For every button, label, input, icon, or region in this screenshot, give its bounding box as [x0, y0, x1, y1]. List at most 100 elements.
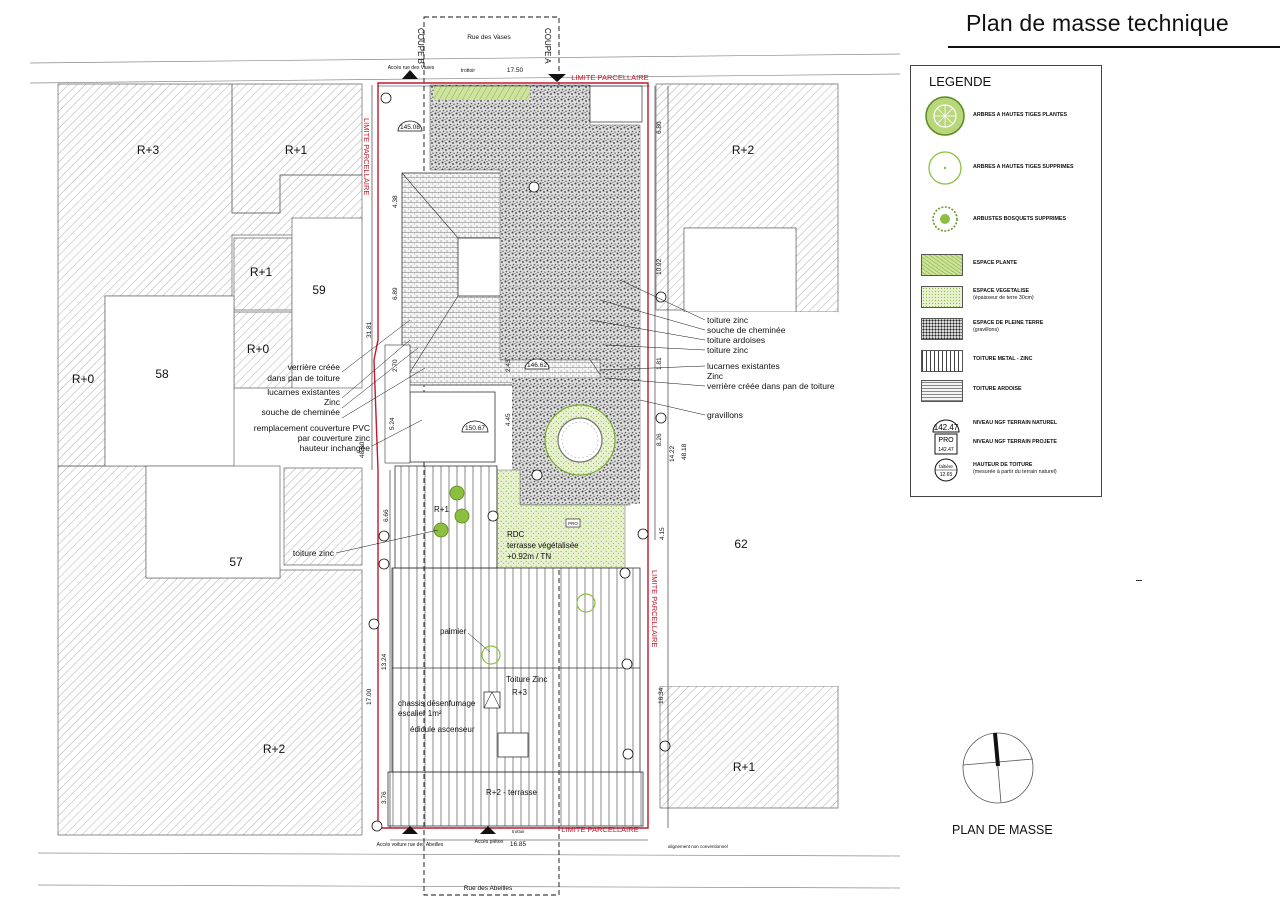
- svg-text:R+1: R+1: [285, 143, 308, 157]
- svg-text:142.47: 142.47: [938, 447, 954, 453]
- svg-text:6.80: 6.80: [656, 121, 663, 134]
- svg-text:150.67: 150.67: [465, 425, 485, 432]
- svg-text:8.26: 8.26: [656, 433, 663, 446]
- svg-text:dans pan de toiture: dans pan de toiture: [267, 373, 340, 383]
- svg-text:escalier 1m²: escalier 1m²: [398, 709, 442, 718]
- svg-text:Zinc: Zinc: [707, 371, 724, 381]
- legend-panel: LEGENDE ARBRES A HAUTES TIGES PLANTES AR…: [910, 65, 1102, 497]
- right-annotations: toiture zinc souche de cheminée toiture …: [707, 315, 835, 420]
- smoke-vent: [483, 691, 501, 709]
- svg-text:16.34: 16.34: [658, 687, 665, 704]
- svg-text:verrière créée: verrière créée: [288, 362, 341, 372]
- svg-text:toiture zinc: toiture zinc: [293, 548, 335, 558]
- svg-text:142.47: 142.47: [934, 423, 959, 432]
- svg-text:58: 58: [155, 367, 169, 381]
- slate-roof-swatch: [921, 380, 963, 402]
- svg-text:trottoir: trottoir: [512, 829, 525, 834]
- legend-item-open-ground: ESPACE DE PLEINE TERRE(gravillons): [917, 316, 1101, 346]
- svg-text:Zinc: Zinc: [324, 397, 341, 407]
- legend-item-metal-roof: TOITURE METAL - ZINC: [917, 348, 1101, 378]
- section-b-label: COUPE B: [416, 28, 425, 64]
- svg-text:alignement non conventionnel: alignement non conventionnel: [668, 844, 728, 849]
- svg-text:R+1: R+1: [733, 760, 756, 774]
- dim-bottom-width: 16.85: [510, 841, 527, 848]
- planted-space-swatch: [921, 254, 963, 276]
- svg-text:5.24: 5.24: [389, 417, 396, 430]
- svg-text:14.22: 14.22: [669, 445, 676, 462]
- svg-text:6.66: 6.66: [383, 509, 390, 522]
- svg-text:Accès piéton: Accès piéton: [475, 839, 504, 845]
- svg-text:48.18: 48.18: [681, 443, 688, 460]
- north-arrow-icon: [962, 732, 1034, 804]
- dimension-texts: 4.38 6.89 31.81 2.70 5.24 6.66 13.24 17.…: [359, 121, 688, 804]
- label-palmier: palmier: [440, 627, 467, 636]
- legend-item-roof-height: faîtière 12.65 HAUTEUR DE TOITURE(mesuré…: [917, 458, 1101, 488]
- tree-removed-icon: [928, 151, 962, 185]
- divider-mark: [1136, 580, 1142, 581]
- gravel-area: [429, 84, 641, 506]
- street-lines: [29, 53, 900, 889]
- svg-text:48.90: 48.90: [359, 441, 366, 458]
- dimension-circles: [368, 92, 671, 832]
- legend-item-shrub-removed: ARBUSTES BOSQUETS SUPPRIMES: [917, 202, 1101, 236]
- svg-text:1.81: 1.81: [656, 357, 663, 370]
- svg-text:trottoir: trottoir: [461, 68, 476, 74]
- label-r1: R+1: [434, 505, 449, 514]
- legend-item-tree-planted: ARBRES A HAUTES TIGES PLANTES: [917, 94, 1101, 138]
- svg-text:chassis désenfumage: chassis désenfumage: [398, 699, 476, 708]
- open-ground-swatch: [921, 318, 963, 340]
- svg-text:PRO: PRO: [568, 521, 578, 526]
- legend-title: LEGENDE: [929, 74, 992, 89]
- projected-level-icon: PRO 142.47: [934, 433, 958, 455]
- svg-text:souche de cheminée: souche de cheminée: [262, 407, 341, 417]
- page-title: Plan de masse technique: [966, 10, 1229, 36]
- street-top: Rue des Vases: [467, 34, 511, 41]
- planted-strip: [434, 86, 530, 100]
- access-top-label: Accès rue des Vases: [388, 65, 435, 71]
- svg-text:hauteur inchangée: hauteur inchangée: [300, 443, 371, 453]
- label-rdc: RDC: [507, 530, 525, 539]
- label-r3: R+3: [512, 688, 527, 697]
- svg-text:R+2: R+2: [263, 742, 286, 756]
- svg-text:31.81: 31.81: [366, 321, 373, 338]
- svg-text:59: 59: [312, 283, 326, 297]
- svg-text:toiture zinc: toiture zinc: [707, 345, 749, 355]
- svg-text:145.08: 145.08: [400, 124, 420, 131]
- svg-text:3.76: 3.76: [381, 791, 388, 804]
- legend-item-projected-level: PRO 142.47 NIVEAU NGF TERRAIN PROJETE: [917, 432, 1101, 462]
- svg-text:remplacement couverture PVC: remplacement couverture PVC: [254, 423, 370, 433]
- svg-text:R+0: R+0: [72, 372, 95, 386]
- svg-text:PRO: PRO: [938, 437, 954, 444]
- svg-text:4.45: 4.45: [505, 413, 512, 426]
- label-r2-terrace: R+2 - terrasse: [486, 788, 537, 797]
- terrace-r2: [387, 771, 644, 827]
- svg-text:R+2: R+2: [732, 143, 755, 157]
- svg-text:lucarnes existantes: lucarnes existantes: [267, 387, 340, 397]
- title-underline: [948, 46, 1280, 48]
- plan-de-masse-label: PLAN DE MASSE: [952, 823, 1053, 837]
- label-zinc-roof: Toiture Zinc: [506, 675, 547, 684]
- legend-item-tree-removed: ARBRES A HAUTES TIGES SUPPRIMES: [917, 148, 1101, 188]
- r1-zinc-roof: [394, 465, 498, 569]
- svg-text:2.43: 2.43: [505, 359, 512, 372]
- svg-text:faîtière: faîtière: [939, 464, 953, 469]
- svg-text:4.38: 4.38: [392, 195, 399, 208]
- legend-item-slate-roof: TOITURE ARDOISE: [917, 378, 1101, 408]
- elevator-housing: [497, 732, 529, 758]
- svg-text:R+1: R+1: [250, 265, 273, 279]
- green-space-swatch: [921, 286, 963, 308]
- street-bottom: Rue des Abeilles: [464, 885, 513, 892]
- svg-text:6.89: 6.89: [392, 287, 399, 300]
- svg-text:toiture zinc: toiture zinc: [707, 315, 749, 325]
- tree-planted-icon: [925, 96, 965, 136]
- section-a-label: COUPE A: [543, 28, 552, 64]
- parcel-limit-right: LIMITE PARCELLAIRE: [650, 570, 659, 647]
- dimension-lines: [371, 85, 669, 841]
- neighbor-plots: [57, 83, 839, 836]
- svg-text:4.15: 4.15: [659, 527, 666, 540]
- svg-text:verrière créée dans pan de toi: verrière créée dans pan de toiture: [707, 381, 835, 391]
- svg-text:10.92: 10.92: [656, 258, 663, 275]
- parcel-limit-left: LIMITE PARCELLAIRE: [362, 118, 371, 195]
- parcel-limit: [373, 82, 649, 829]
- site-plan: 145.08 146.62 150.67 Rue des Vases Rue d…: [29, 16, 900, 896]
